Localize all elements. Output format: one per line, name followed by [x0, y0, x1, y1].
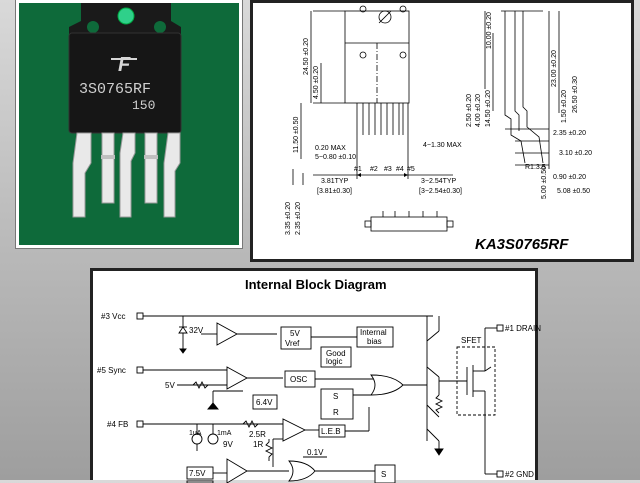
dim-4-50: 4.50 ±0.20 [313, 66, 320, 99]
dim-0-20-max: 0.20 MAX [315, 145, 346, 152]
osc-label: OSC [290, 375, 308, 384]
part-number: KA3S0765RF [475, 236, 569, 253]
pin-label-4: #4 [396, 166, 404, 173]
dim-1-50: 1.50 ±0.20 [561, 90, 568, 123]
sfet-label: SFET [461, 336, 482, 345]
ref-6v4: 6.4V [256, 398, 273, 407]
dim-2-50: 2.50 ±0.20 [466, 94, 473, 127]
voltage-0-1v: 0.1V [307, 448, 324, 457]
pin-label-2: #2 [370, 166, 378, 173]
voltage-9v: 9V [223, 440, 233, 449]
block-diagram-title: Internal Block Diagram [245, 277, 387, 292]
internal-block-diagram: Internal Block Diagram #3 Vcc #5 Sync #4… [90, 268, 541, 483]
pin-gnd-label: #2 GND [505, 470, 534, 479]
internal-bias-line1: Internal [360, 328, 387, 337]
photo-logo: F [118, 54, 131, 76]
dim-11-50: 11.50 ±0.50 [293, 116, 300, 153]
dim-2-35-right: 2.35 ±0.20 [553, 130, 586, 137]
pin-label-5: #5 [407, 166, 415, 173]
outline-drawing-svg: 24.50 ±0.20 4.50 ±0.20 11.50 ±0.50 3.35 … [285, 5, 592, 253]
ref-7-5v: 7.5V [189, 469, 206, 478]
sr-latch2-s: S [381, 470, 386, 479]
dim-4-1-30-max: 4−1.30 MAX [423, 142, 462, 149]
zener-32v: 32V [189, 326, 204, 335]
dim-5-00: 5.00 ±0.50 [541, 166, 548, 199]
current-1ua: 1uA [189, 430, 202, 437]
vref-5v: 5V [290, 329, 300, 338]
pin-label-3: #3 [384, 166, 392, 173]
dim-4-00: 4.00 ±0.20 [475, 94, 482, 127]
vref-label: Vref [285, 339, 300, 348]
pin-label-1: #1 [354, 166, 362, 173]
pin-fb-label: #4 FB [107, 420, 128, 429]
resistor-2-5r: 2.5R [249, 430, 266, 439]
block-diagram-svg: Internal Block Diagram #3 Vcc #5 Sync #4… [97, 277, 541, 483]
dim-24-50: 24.50 ±0.20 [303, 38, 310, 75]
good-logic-line1: Good [326, 349, 346, 358]
dim-5-0-80: 5−0.80 ±0.10 [315, 154, 356, 161]
pin-vcc-label: #3 Vcc [101, 312, 125, 321]
good-logic-line2: logic [326, 357, 342, 366]
leb-label: L.E.B [321, 427, 341, 436]
component-photo: F 3S0765RF 150 [16, 0, 242, 248]
sr-latch-r: R [333, 408, 339, 417]
dim-26-50: 26.50 ±0.30 [572, 76, 579, 113]
current-1ma: 1mA [217, 430, 232, 437]
dim-23-00: 23.00 ±0.20 [551, 50, 558, 87]
dim-2-35-left: 2.35 ±0.20 [295, 202, 302, 235]
dim-5-08: 5.08 ±0.50 [557, 188, 590, 195]
dim-3-2-54-tol: [3−2.54±0.30] [419, 188, 462, 195]
dim-10-00: 10.00 ±0.20 [486, 12, 493, 49]
dim-3-10: 3.10 ±0.20 [559, 150, 592, 157]
dim-3-35: 3.35 ±0.20 [285, 202, 292, 235]
dim-3-81-tol: [3.81±0.30] [317, 188, 352, 195]
to3pf-package-photo: F 3S0765RF 150 [68, 3, 182, 218]
dim-r135: R1.3.5 [525, 164, 546, 171]
dim-3-81-typ: 3.81TYP [321, 178, 349, 185]
dim-0-90: 0.90 ±0.20 [553, 174, 586, 181]
pin-drain-label: #1 DRAIN [505, 324, 541, 333]
photo-marking-line1: 3S0765RF [79, 81, 151, 98]
sync-ref-5v: 5V [165, 381, 175, 390]
internal-bias-line2: bias [367, 337, 382, 346]
pin-sync-label: #5 Sync [97, 366, 126, 375]
dim-3-2-54-typ: 3−2.54TYP [421, 178, 457, 185]
package-outline-drawing: 24.50 ±0.20 4.50 ±0.20 11.50 ±0.50 3.35 … [250, 0, 634, 262]
photo-marking-line2: 150 [132, 98, 155, 113]
dim-14-50: 14.50 ±0.20 [485, 90, 492, 127]
resistor-1r: 1R [253, 440, 263, 449]
sr-latch-s: S [333, 392, 338, 401]
